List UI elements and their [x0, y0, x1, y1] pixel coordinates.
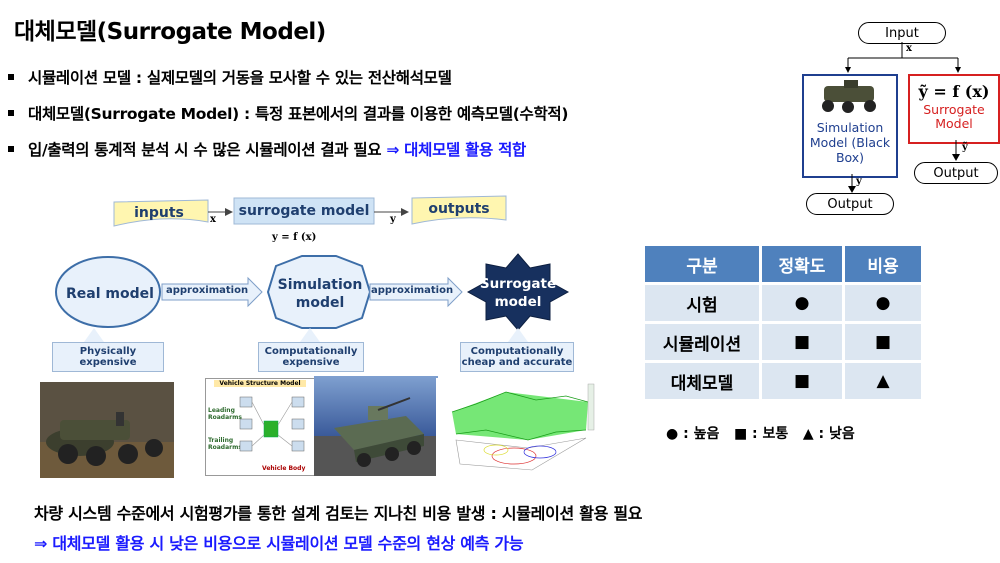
table-header-row: 구분 정확도 비용	[645, 246, 921, 282]
real-vehicle-photo	[40, 382, 174, 478]
bullet-surrogate-model: 대체모델(Surrogate Model) : 특정 표본에서의 결과를 이용한…	[4, 102, 568, 124]
bullet-text: 입/출력의 통계적 분석 시 수 많은 시뮬레이션 결과 필요	[28, 141, 387, 159]
simulation-vehicle-render	[314, 376, 438, 476]
callout-pointer	[508, 328, 528, 342]
bullet-text: 대체모델(Surrogate Model) : 특정 표본에서의 결과를 이용한…	[28, 105, 569, 123]
bullet-simulation-model: 시뮬레이션 모델 : 실제모델의 거동을 모사할 수 있는 전산해석모델	[4, 66, 452, 88]
table-cell: ▲	[845, 363, 921, 399]
inputs-shape	[113, 199, 209, 227]
surrogate-box-label: Surrogate Model	[923, 102, 985, 131]
vsm-trailing-label: Trailing Roadarms	[208, 437, 242, 451]
table-cell: 시험	[645, 285, 759, 321]
table-cell: ■	[762, 363, 842, 399]
flow-diagram	[113, 195, 507, 227]
bullet-marker	[8, 110, 14, 116]
diagram-connectors	[845, 42, 961, 73]
real-model-label: Real model	[66, 285, 154, 302]
surrogate-box	[233, 197, 375, 225]
arrow-down	[952, 140, 960, 161]
table-legend: ● : 높음 ■ : 보통 ▲ : 낮음	[666, 426, 855, 442]
approximation-arrow	[161, 276, 263, 308]
table-cell: ●	[845, 285, 921, 321]
bottom-line-1: 차량 시스템 수준에서 시험평가를 통한 설계 검토는 지나친 비용 발생 : …	[34, 504, 643, 523]
table-cell: ●	[762, 285, 842, 321]
vehicle-icon	[822, 80, 876, 113]
comparison-table: 구분 정확도 비용 시험 ● ● 시뮬레이션 ■ ■ 대체모델 ■ ▲	[642, 243, 924, 402]
diagram-output-left: Output	[806, 193, 894, 215]
table-cell: ■	[845, 324, 921, 360]
arrow-down	[848, 174, 856, 193]
flow-inputs-label: inputs	[134, 205, 184, 221]
approximation-label-1: approximation	[165, 285, 249, 296]
stages-diagram	[55, 253, 570, 331]
table-header-accuracy: 정확도	[762, 246, 842, 282]
vsm-body-label: Vehicle Body	[262, 465, 306, 472]
surrogate-response-surface	[436, 378, 604, 478]
vsm-leading-label: Leading Roadarms	[208, 407, 242, 421]
bullet-statistical-analysis: 입/출력의 통계적 분석 시 수 많은 시뮬레이션 결과 필요 ⇒ 대체모델 활…	[4, 138, 526, 160]
table-header-cost: 비용	[845, 246, 921, 282]
diagram-output-right: Output	[914, 162, 998, 184]
vsm-schematic	[239, 396, 305, 452]
caption-computationally-expensive: Computationally expensive	[258, 342, 364, 372]
page-title: 대체모델(Surrogate Model)	[14, 19, 326, 45]
simulation-box-label: Simulation Model (Black Box)	[809, 120, 891, 165]
approximation-arrow	[369, 276, 463, 308]
bullet-marker	[8, 146, 14, 152]
table-row: 시험 ● ●	[645, 285, 921, 321]
table-cell: 대체모델	[645, 363, 759, 399]
simulation-model-label: Simulation model	[277, 276, 363, 311]
real-model-ellipse	[55, 256, 161, 328]
callout-pointer	[84, 328, 104, 342]
flow-equation: y = f (x)	[272, 232, 317, 243]
table-row: 시뮬레이션 ■ ■	[645, 324, 921, 360]
diagram-x-label: x	[906, 43, 912, 54]
diagram-y-label: y	[856, 176, 862, 187]
callout-pointer	[300, 328, 320, 342]
table-cell: ■	[762, 324, 842, 360]
bottom-line-2: ⇒ 대체모델 활용 시 낮은 비용으로 시뮬레이션 모델 수준의 현상 예측 가…	[34, 534, 524, 553]
outputs-shape	[411, 195, 507, 225]
diagram-ytilde-label: ỹ	[962, 142, 968, 153]
table-header-category: 구분	[645, 246, 759, 282]
caption-physically-expensive: Physically expensive	[52, 342, 164, 372]
flow-y-label: y	[390, 214, 396, 225]
table-cell: 시뮬레이션	[645, 324, 759, 360]
flow-outputs-label: outputs	[428, 201, 490, 217]
caption-computationally-cheap: Computationally cheap and accurate	[460, 342, 574, 372]
simulation-box: Simulation Model (Black Box)	[802, 74, 898, 178]
table-row: 대체모델 ■ ▲	[645, 363, 921, 399]
surrogate-box: ỹ = f (x) Surrogate Model	[908, 74, 1000, 144]
bullet-marker	[8, 74, 14, 80]
simulation-model-shape	[266, 255, 372, 329]
bullet-highlight: ⇒ 대체모델 활용 적합	[386, 141, 527, 159]
flow-surrogate-label: surrogate model	[238, 203, 370, 219]
vsm-title: Vehicle Structure Model	[214, 380, 306, 387]
vehicle-structure-model-image: Vehicle Structure Model Leading Roadarms…	[205, 378, 315, 476]
surrogate-model-label: Surrogate model	[479, 276, 557, 310]
approximation-label-2: approximation	[370, 285, 454, 296]
surrogate-equation: ỹ = f (x)	[918, 82, 990, 101]
bullet-text: 시뮬레이션 모델 : 실제모델의 거동을 모사할 수 있는 전산해석모델	[28, 69, 452, 87]
flow-x-label: x	[210, 214, 216, 225]
